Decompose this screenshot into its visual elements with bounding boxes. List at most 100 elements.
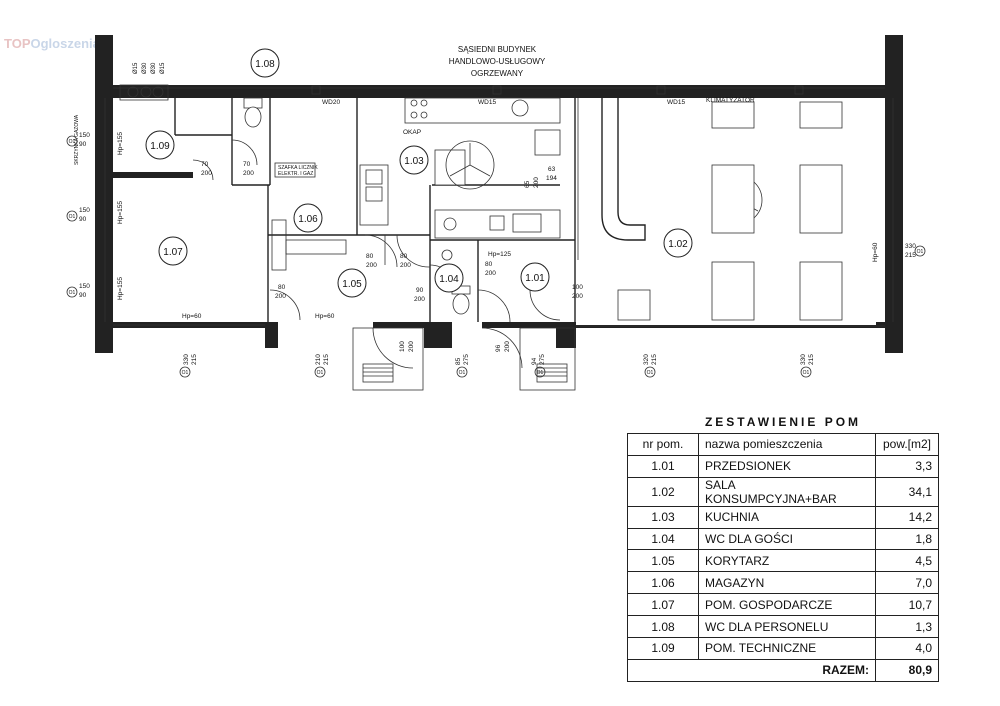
room-summary-table: ZESTAWIENIE POM nr pom. nazwa pomieszcze… xyxy=(627,412,939,682)
kitchen-fixtures xyxy=(359,97,561,239)
table-row: 1.04 WC DLA GOŚCI 1,8 xyxy=(627,527,939,551)
dim-door-103-w: 80 xyxy=(400,253,408,260)
neighbor-label-line3: OGRZEWANY xyxy=(471,69,524,78)
room-1-05: 1.05 xyxy=(342,279,362,290)
svg-text:O1: O1 xyxy=(803,370,810,376)
watermark-logo: TOPOgloszenia xyxy=(4,36,100,51)
room-1-01: 1.01 xyxy=(525,273,545,284)
table-row: 1.07 POM. GOSPODARCZE 10,7 xyxy=(627,593,939,617)
ventilation-ducts xyxy=(119,84,804,101)
room-1-09: 1.09 xyxy=(150,141,170,152)
table-row: 1.05 KORYTARZ 4,5 xyxy=(627,549,939,573)
room-1-08: 1.08 xyxy=(255,59,275,70)
dim-kitchen-door-w: 65 xyxy=(524,180,531,188)
dim-door-107-w: 80 xyxy=(278,284,286,291)
table-row: 1.09 POM. TECHNICZNE 4,0 xyxy=(627,637,939,660)
summary-title: ZESTAWIENIE POM xyxy=(627,412,939,434)
hp60-c: Hp=60 xyxy=(872,242,879,262)
meter-cabinet-line1: SZAFKA LICZNIK xyxy=(278,165,318,171)
table-row: 1.06 MAGAZYN 7,0 xyxy=(627,571,939,595)
hp155-a: Hp=155 xyxy=(117,132,124,155)
dim-window-e-w: 330 xyxy=(905,243,916,250)
dim-door-104-w: 80 xyxy=(485,261,493,268)
total-value: 80,9 xyxy=(875,658,939,682)
watermark-part1: TOP xyxy=(4,36,31,51)
svg-text:O1: O1 xyxy=(182,370,189,376)
entrance-steps xyxy=(352,327,576,391)
dim-window-s6-w: 330 xyxy=(800,354,807,365)
duct-o15-b: Ø15 xyxy=(160,62,166,74)
total-label: RAZEM: xyxy=(627,658,876,682)
duct-o30-a: Ø30 xyxy=(142,62,148,74)
vent-wd15-dining: WD15 xyxy=(667,99,685,106)
dim-door-107-h: 200 xyxy=(275,293,286,300)
table-row: 1.01 PRZEDSIONEK 3,3 xyxy=(627,454,939,478)
svg-text:O1: O1 xyxy=(317,370,324,376)
duct-o15-a: Ø15 xyxy=(133,62,139,74)
dim-hatch-w: 63 xyxy=(548,166,556,173)
hp125: Hp=125 xyxy=(488,251,511,258)
hp155-b: Hp=155 xyxy=(117,201,124,224)
dim-window-s1-h: 215 xyxy=(191,354,198,365)
dim-window-left-3-h: 90 xyxy=(79,292,87,299)
header-room-number: nr pom. xyxy=(627,432,699,456)
dim-window-s3-w: 85 xyxy=(455,357,462,365)
dining-tables xyxy=(617,101,843,321)
dim-entry-2-w: 96 xyxy=(495,344,502,352)
dim-window-s2-w: 210 xyxy=(315,354,322,365)
dim-window-left-2-h: 90 xyxy=(79,216,87,223)
svg-text:O1: O1 xyxy=(69,214,76,220)
room-1-07: 1.07 xyxy=(163,247,183,258)
svg-text:O1: O1 xyxy=(647,370,654,376)
storage-shelves xyxy=(271,219,347,271)
dim-window-s5-w: 320 xyxy=(643,354,650,365)
air-conditioner-label: KLIMATYZATOR xyxy=(706,97,755,104)
neighbor-label-line1: SĄSIEDNI BUDYNEK xyxy=(458,45,537,54)
svg-text:O1: O1 xyxy=(459,370,466,376)
svg-text:O1: O1 xyxy=(69,290,76,296)
exterior-walls xyxy=(95,35,903,353)
neighbor-label-line2: HANDLOWO-USŁUGOWY xyxy=(449,57,546,66)
dim-window-left-3-w: 150 xyxy=(79,283,90,290)
dim-window-left-2-w: 150 xyxy=(79,207,90,214)
dim-door-102-w: 100 xyxy=(572,284,583,291)
dim-entry-2-h: 200 xyxy=(504,341,511,352)
dim-door-108-w: 70 xyxy=(243,161,251,168)
table-row: 1.03 KUCHNIA 14,2 xyxy=(627,505,939,529)
room-1-02: 1.02 xyxy=(668,239,688,250)
table-row: 1.02 SALA KONSUMPCYJNA+BAR 34,1 xyxy=(627,476,939,507)
dim-door-104-h: 200 xyxy=(485,270,496,277)
room-1-04: 1.04 xyxy=(439,274,459,285)
dim-window-s1-w: 330 xyxy=(183,354,190,365)
room-1-06: 1.06 xyxy=(298,214,318,225)
dim-window-e-h: 215 xyxy=(905,252,916,259)
dim-kitchen-door-h: 200 xyxy=(533,177,540,188)
dim-window-s2-h: 215 xyxy=(323,354,330,365)
dim-window-s6-h: 215 xyxy=(808,354,815,365)
dim-entry-1-h: 200 xyxy=(408,341,415,352)
vent-wd15-kitchen: WD15 xyxy=(478,99,496,106)
room-numbers: 1.01 1.02 1.03 1.04 1.05 1.06 1.07 1.08 … xyxy=(145,48,693,298)
hp155-c: Hp=155 xyxy=(117,277,124,300)
dim-hatch-h: 194 xyxy=(546,175,557,182)
dim-door-109-h: 200 xyxy=(201,170,212,177)
room-1-03: 1.03 xyxy=(404,156,424,167)
dim-window-left-1-h: 90 xyxy=(79,141,87,148)
watermark-part2: Ogloszenia xyxy=(30,36,100,51)
window-markers: O1 O1 O1 O1 O1 O1 O1 O1 O1 O1 xyxy=(66,135,926,378)
dim-door-103-h: 200 xyxy=(400,262,411,269)
meter-cabinet xyxy=(274,162,316,178)
svg-text:O1: O1 xyxy=(69,139,76,145)
dim-door-102-h: 200 xyxy=(572,293,583,300)
hood-label: OKAP xyxy=(403,129,421,136)
header-area: pow.[m2] xyxy=(875,432,939,456)
dim-window-s3-h: 275 xyxy=(463,354,470,365)
dim-window-s4-h: 275 xyxy=(539,354,546,365)
bar-counter xyxy=(577,98,646,260)
vent-wd20: WD20 xyxy=(322,99,340,106)
total-row: RAZEM: 80,9 xyxy=(627,658,939,682)
dim-door-109-w: 70 xyxy=(201,161,209,168)
dim-window-left-1-w: 150 xyxy=(79,132,90,139)
duct-o30-b: Ø30 xyxy=(151,62,157,74)
